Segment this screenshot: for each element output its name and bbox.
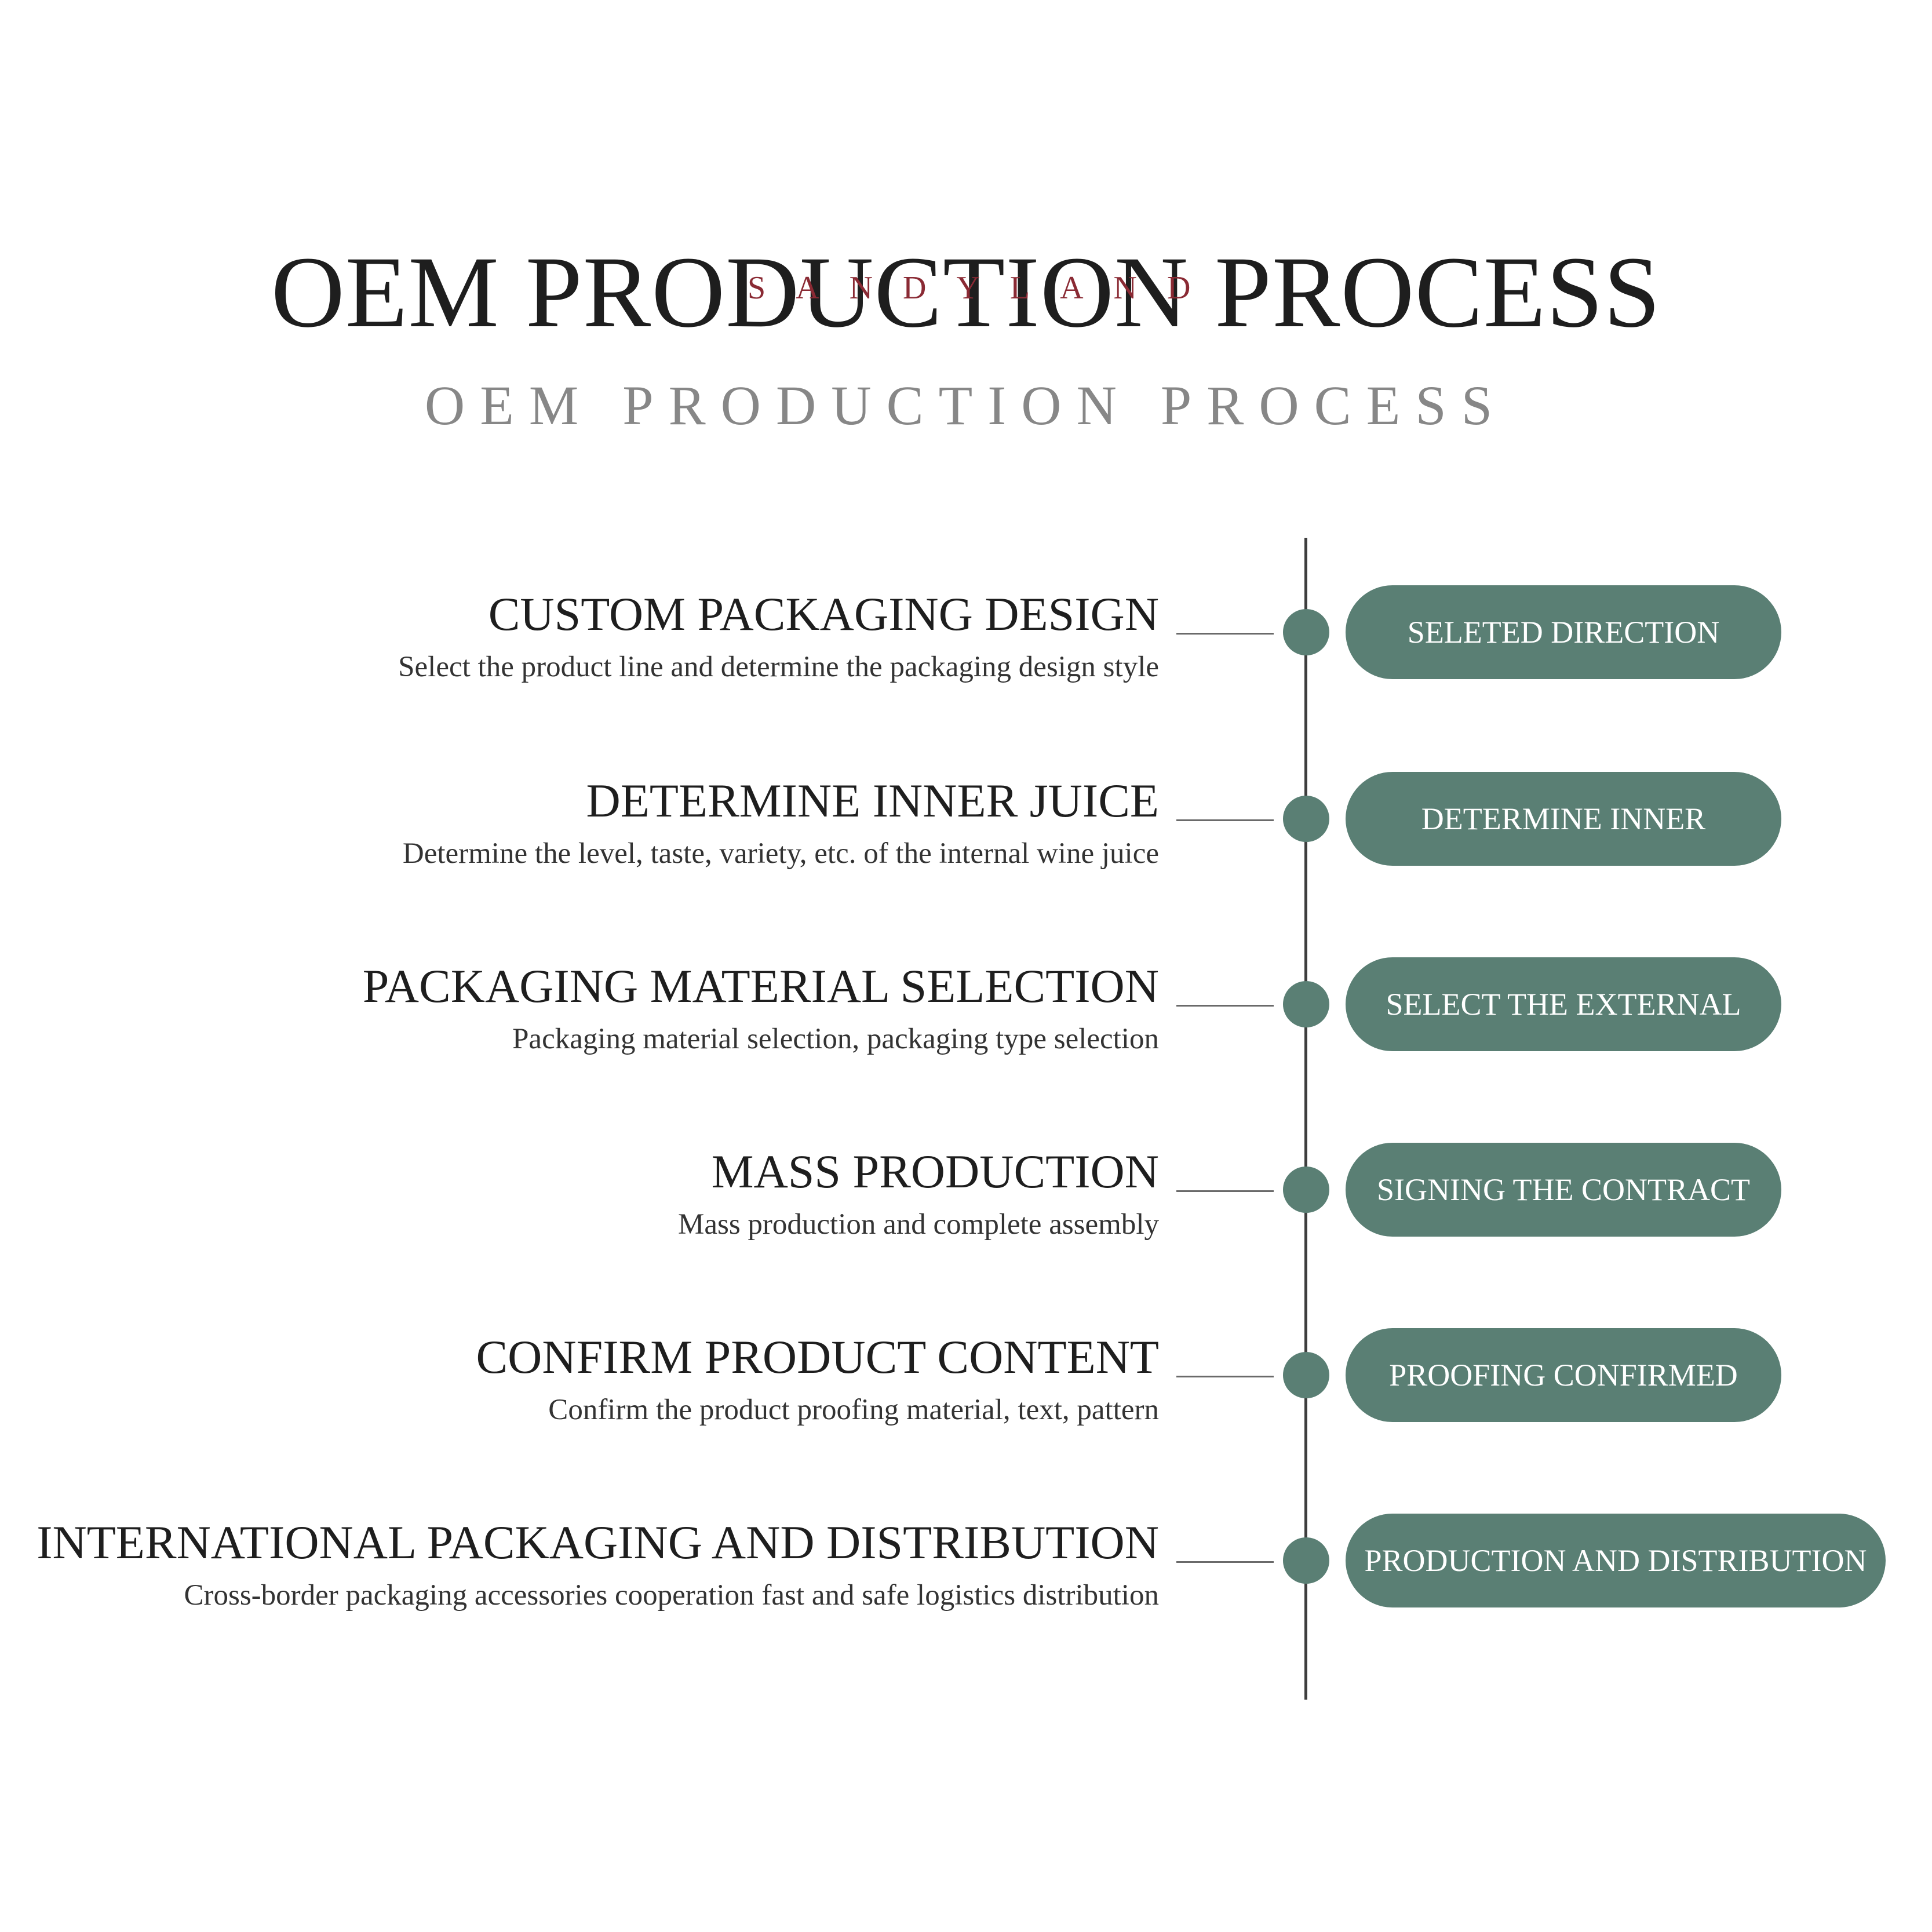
step-description: Select the product line and determine th…	[398, 651, 1159, 683]
step-title: INTERNATIONAL PACKAGING AND DISTRIBUTION	[37, 1516, 1159, 1569]
step-description: Cross-border packaging accessories coope…	[184, 1579, 1159, 1612]
step-description: Packaging material selection, packaging …	[512, 1023, 1159, 1055]
process-step: MASS PRODUCTION Mass production and comp…	[0, 1143, 1932, 1282]
process-step: DETERMINE INNER JUICE Determine the leve…	[0, 772, 1932, 911]
step-connector-line	[1176, 1190, 1274, 1192]
step-description: Determine the level, taste, variety, etc…	[402, 837, 1159, 870]
timeline-dot	[1283, 1167, 1329, 1213]
step-title: PACKAGING MATERIAL SELECTION	[362, 960, 1159, 1012]
page-subtitle: OEM PRODUCTION PROCESS	[424, 374, 1508, 436]
step-title: CONFIRM PRODUCT CONTENT	[476, 1330, 1159, 1383]
timeline-dot	[1283, 1352, 1329, 1398]
step-connector-line	[1176, 1376, 1274, 1377]
step-connector-line	[1176, 633, 1274, 635]
step-connector-line	[1176, 1005, 1274, 1007]
process-step: CONFIRM PRODUCT CONTENT Confirm the prod…	[0, 1328, 1932, 1467]
process-step: PACKAGING MATERIAL SELECTION Packaging m…	[0, 957, 1932, 1096]
step-description: Confirm the product proofing material, t…	[548, 1394, 1159, 1426]
page-title: OEM PRODUCTION PROCESS	[271, 236, 1661, 349]
timeline-dot	[1283, 609, 1329, 655]
timeline-dot	[1283, 981, 1329, 1027]
step-connector-line	[1176, 1561, 1274, 1563]
stage-badge: SELECT THE EXTERNAL	[1346, 957, 1781, 1051]
stage-badge: PROOFING CONFIRMED	[1346, 1328, 1781, 1422]
stage-badge: PRODUCTION AND DISTRIBUTION	[1346, 1514, 1886, 1607]
brand-watermark: SANDYLAND	[748, 270, 1221, 306]
timeline-axis	[1304, 538, 1307, 1700]
step-connector-line	[1176, 819, 1274, 821]
step-title: DETERMINE INNER JUICE	[586, 774, 1159, 827]
stage-badge: DETERMINE INNER	[1346, 772, 1781, 866]
process-step: CUSTOM PACKAGING DESIGN Select the produ…	[0, 585, 1932, 724]
stage-badge: SELETED DIRECTION	[1346, 585, 1781, 679]
step-title: CUSTOM PACKAGING DESIGN	[488, 588, 1159, 640]
step-description: Mass production and complete assembly	[678, 1208, 1159, 1241]
step-title: MASS PRODUCTION	[711, 1145, 1159, 1198]
process-step: INTERNATIONAL PACKAGING AND DISTRIBUTION…	[0, 1514, 1932, 1653]
timeline-dot	[1283, 796, 1329, 842]
timeline-dot	[1283, 1537, 1329, 1584]
stage-badge: SIGNING THE CONTRACT	[1346, 1143, 1781, 1237]
